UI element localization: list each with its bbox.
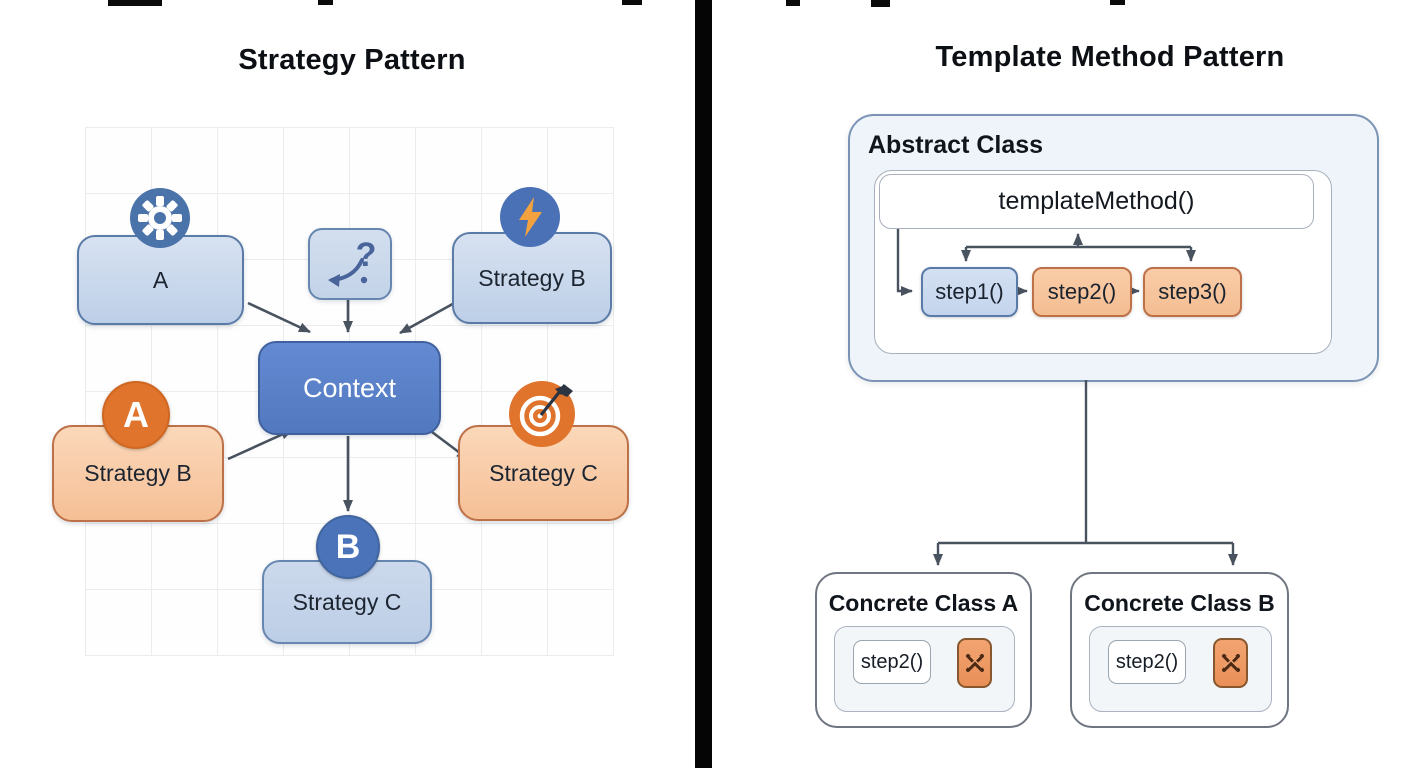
node-strategy-b-top: Strategy B [452,232,612,324]
selector-box: ? [308,228,392,300]
curved-arrow-question-icon: ? [328,236,377,287]
node-context-label: Context [302,372,397,403]
badge-b-icon: B [316,515,380,579]
template-method-label: templateMethod() [998,187,1195,215]
template-method-box: templateMethod() [879,174,1314,229]
concrete-class-b-label: Concrete Class B [1084,590,1275,616]
top-edge-artifact [871,0,890,7]
top-edge-artifact [622,0,642,5]
concrete-class-b-box: Concrete Class B step2() [1070,572,1289,728]
top-edge-artifact [108,0,162,6]
top-edge-artifact [318,0,333,5]
x-cross-icon [957,638,992,688]
concrete-class-a-label: Concrete Class A [828,590,1019,616]
top-edge-artifact [1110,0,1125,5]
panel-divider [695,0,712,768]
step1-box: step1() [921,267,1018,317]
template-method-title: Template Method Pattern [935,41,1285,73]
node-context: Context [258,341,441,435]
step3-box: step3() [1143,267,1242,317]
concrete-class-a-box: Concrete Class A step2() [815,572,1032,728]
node-strategy-c-bottom-label: Strategy C [292,588,402,615]
node-strategy-a-label: A [152,266,169,293]
node-strategy-b-left-label: Strategy B [84,460,192,486]
concrete-class-b-body: step2() [1089,626,1272,712]
concrete-class-a-body: step2() [834,626,1015,712]
concrete-b-step2-box: step2() [1108,640,1186,684]
svg-text:?: ? [356,236,377,274]
node-strategy-a: A [77,235,244,325]
abstract-class-label: Abstract Class [868,131,1044,159]
gear-icon [130,188,190,248]
step2-box: step2() [1032,267,1132,317]
badge-a-icon: A [102,381,170,449]
node-strategy-b-top-label: Strategy B [478,264,586,291]
concrete-a-step2-box: step2() [853,640,931,684]
bullseye-target-icon [509,381,575,447]
strategy-pattern-title: Strategy Pattern [238,44,466,76]
node-strategy-c-right-label: Strategy C [489,459,598,486]
x-cross-icon [1213,638,1248,688]
top-edge-artifact [786,0,800,6]
lightning-bolt-icon [500,187,560,247]
